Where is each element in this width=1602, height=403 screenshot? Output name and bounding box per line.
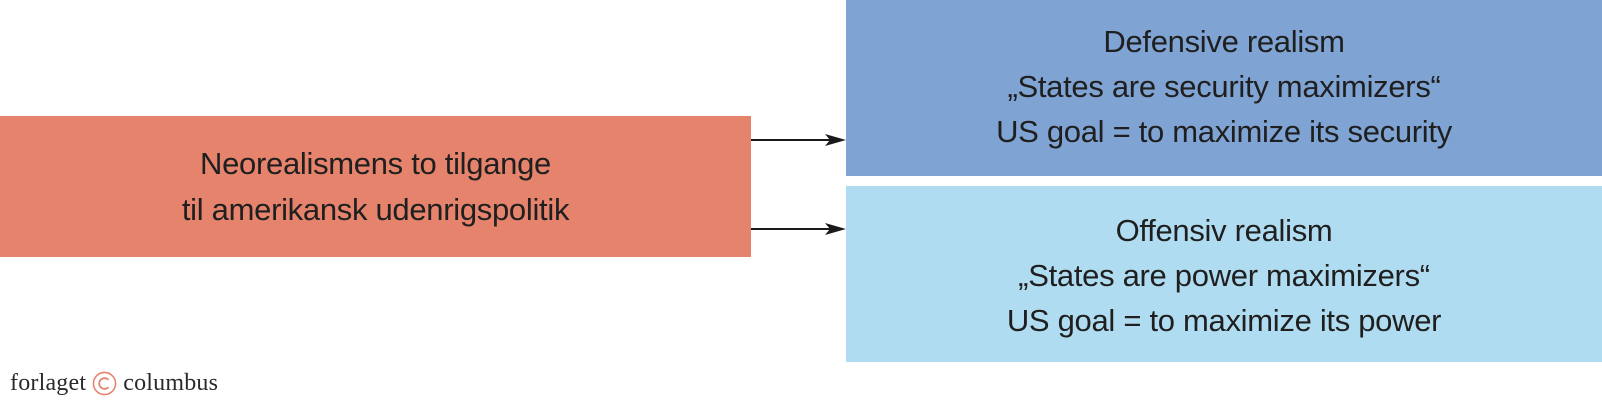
defensive-goal: US goal = to maximize its security (996, 113, 1452, 149)
arrow-to-defensive (751, 134, 846, 146)
defensive-quote: „States are security maximizers“ (1007, 68, 1441, 104)
publisher-name-left: forlaget (10, 369, 87, 396)
main-concept-box: Neorealismens to tilgange til amerikansk… (0, 116, 751, 257)
defensive-title: Defensive realism (1103, 23, 1345, 59)
defensive-realism-box: Defensive realism „States are security m… (846, 0, 1602, 176)
arrow-to-defensive-head (825, 134, 846, 146)
offensive-title: Offensiv realism (1115, 212, 1333, 248)
copyright-circle-icon (92, 371, 117, 395)
offensive-goal: US goal = to maximize its power (1006, 302, 1442, 338)
offensive-realism-box: Offensiv realism „States are power maxim… (846, 186, 1602, 362)
main-concept-line-1: Neorealismens to tilgange (200, 145, 551, 181)
main-concept-line-2: til amerikansk udenrigspolitik (181, 191, 570, 227)
offensive-quote: „States are power maximizers“ (1018, 257, 1430, 293)
publisher-logo: forlaget columbus (10, 368, 218, 398)
arrow-to-offensive (751, 223, 846, 235)
arrow-to-offensive-head (825, 223, 846, 235)
publisher-name-right: columbus (123, 369, 219, 396)
